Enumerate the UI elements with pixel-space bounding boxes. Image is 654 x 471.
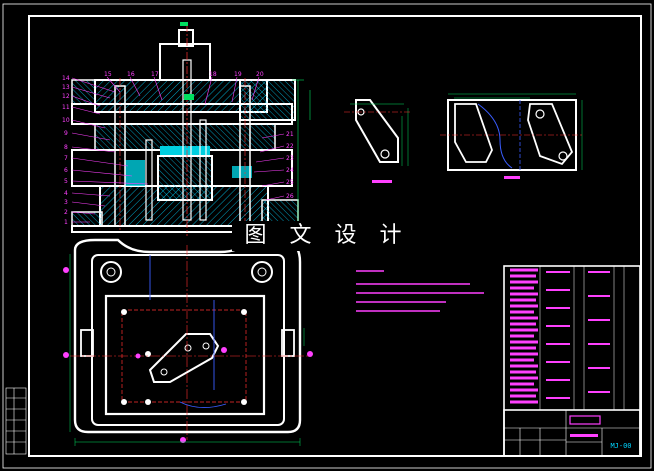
part-detail-plate	[440, 93, 583, 179]
part-number: 23	[286, 155, 294, 162]
outer-frame	[2, 3, 652, 469]
part-number: 26	[286, 193, 294, 200]
part-number: 10	[62, 117, 70, 124]
part-number: 20	[256, 71, 264, 78]
part-number: 19	[234, 71, 242, 78]
part-number: 11	[62, 104, 70, 111]
parts-list-table	[503, 265, 641, 457]
part-number: 5	[64, 178, 68, 185]
part-number: 4	[64, 190, 68, 197]
part-number: 3	[64, 199, 68, 206]
inner-frame	[28, 15, 642, 457]
part-number: 6	[64, 167, 68, 174]
drawing-number: MJ-00	[610, 442, 632, 450]
part-number: 1	[64, 219, 68, 226]
technical-notes	[356, 270, 484, 312]
part-detail-small	[344, 99, 410, 183]
part-number: 18	[209, 71, 217, 78]
part-number: 9	[64, 130, 68, 137]
part-number: 25	[286, 179, 294, 186]
part-number: 13	[62, 84, 70, 91]
part-number: 16	[127, 71, 135, 78]
part-number-labels: 14 13 12 11 10 9 8 7 6 5 4 3 2 1 15 16 1…	[62, 71, 294, 226]
part-number: 24	[286, 167, 294, 174]
watermark-text: 图 文 设 计	[232, 221, 422, 251]
part-number: 14	[62, 75, 70, 82]
part-number: 22	[286, 143, 294, 150]
leader-lines	[71, 76, 285, 223]
part-number: 7	[64, 155, 68, 162]
part-number: 2	[64, 209, 68, 216]
sectional-view	[71, 22, 311, 236]
part-number: 15	[104, 71, 112, 78]
plan-view	[63, 238, 313, 446]
part-number: 8	[64, 144, 68, 151]
part-number: 17	[151, 71, 159, 78]
binding-strip	[5, 387, 27, 455]
part-number: 12	[62, 93, 70, 100]
part-number: 21	[286, 131, 294, 138]
